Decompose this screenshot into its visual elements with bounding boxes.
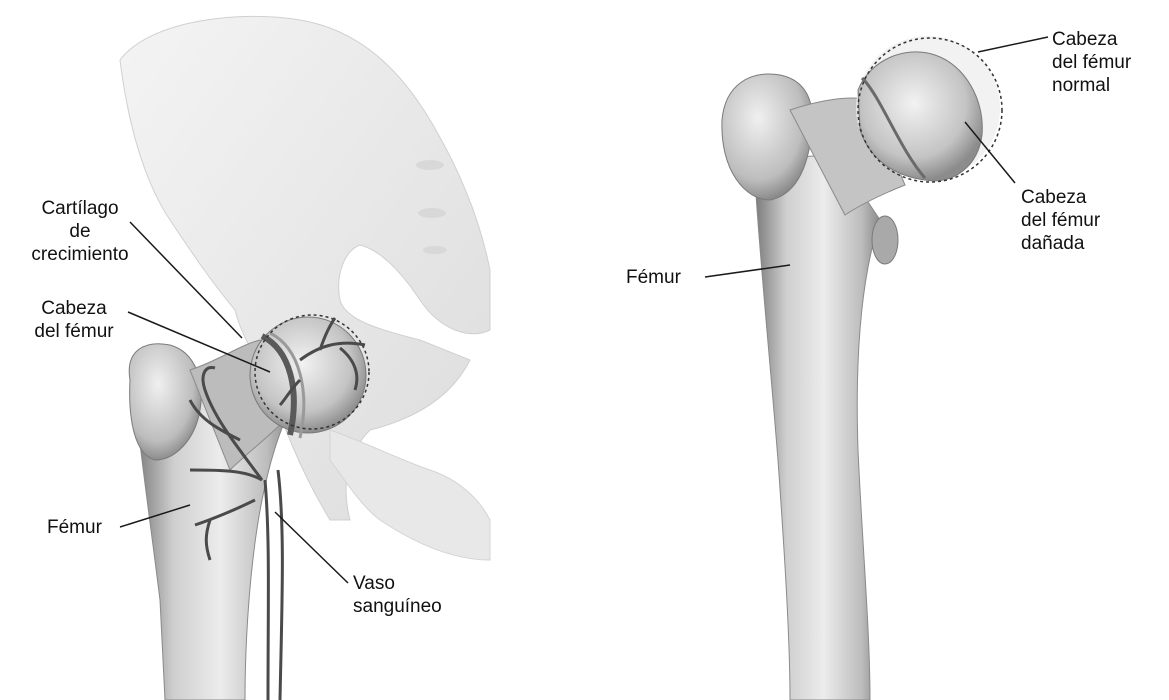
label-growth-cartilage: Cartílago de crecimiento [22, 197, 138, 266]
label-blood-vessel: Vaso sanguíneo [353, 572, 442, 618]
label-femur-left: Fémur [47, 516, 102, 539]
sacral-foramen [418, 208, 446, 218]
label-normal-femoral-head: Cabeza del fémur normal [1052, 28, 1131, 97]
sacral-foramen [423, 246, 447, 254]
sacral-foramen [416, 160, 444, 170]
label-femoral-head: Cabeza del fémur [22, 297, 126, 343]
right-lesser-trochanter [872, 216, 898, 264]
right-femur-illustration [722, 36, 1002, 700]
right-femur-shaft [755, 156, 880, 700]
label-femur-right: Fémur [626, 266, 681, 289]
pelvis-ramus [330, 430, 490, 560]
label-damaged-femoral-head: Cabeza del fémur dañada [1021, 186, 1100, 255]
